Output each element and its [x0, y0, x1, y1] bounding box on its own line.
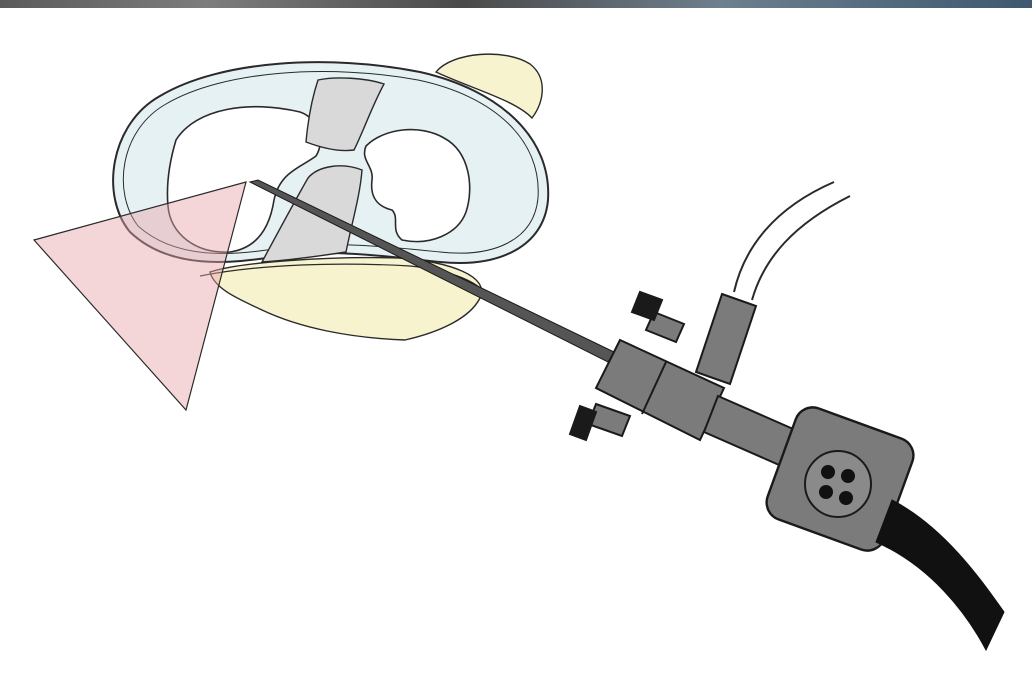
light-cable-upper — [733, 181, 835, 293]
camera-pin-1 — [821, 465, 835, 479]
upper-valve-cap — [630, 290, 664, 322]
tibial-plateau — [209, 256, 483, 341]
arthroscope-visual-field — [32, 181, 247, 412]
meniscus-lower-edge — [199, 263, 485, 293]
lower-valve-stem — [586, 402, 632, 438]
sheath-collar-line — [641, 361, 667, 415]
lower-valve-cap — [568, 404, 598, 442]
camera-port-ring — [804, 450, 872, 518]
upper-valve-stem — [644, 310, 686, 344]
camera-pin-3 — [819, 485, 833, 499]
camera-pin-2 — [841, 469, 855, 483]
camera-pin-4 — [839, 491, 853, 505]
scope-sheath-body — [594, 338, 726, 442]
anterior-intercondylar-area — [305, 77, 386, 152]
meniscus-outer-rim-inner-line — [122, 71, 539, 255]
light-cable-lower — [751, 195, 851, 301]
light-post — [694, 292, 758, 386]
window-top-strip — [0, 0, 1032, 8]
camera-cable — [875, 499, 1005, 652]
posterior-intercondylar-area — [260, 165, 363, 263]
medial-meniscus-inner — [363, 128, 471, 243]
lateral-meniscus-inner — [166, 106, 322, 253]
posterior-tibial-lobe — [434, 53, 543, 120]
